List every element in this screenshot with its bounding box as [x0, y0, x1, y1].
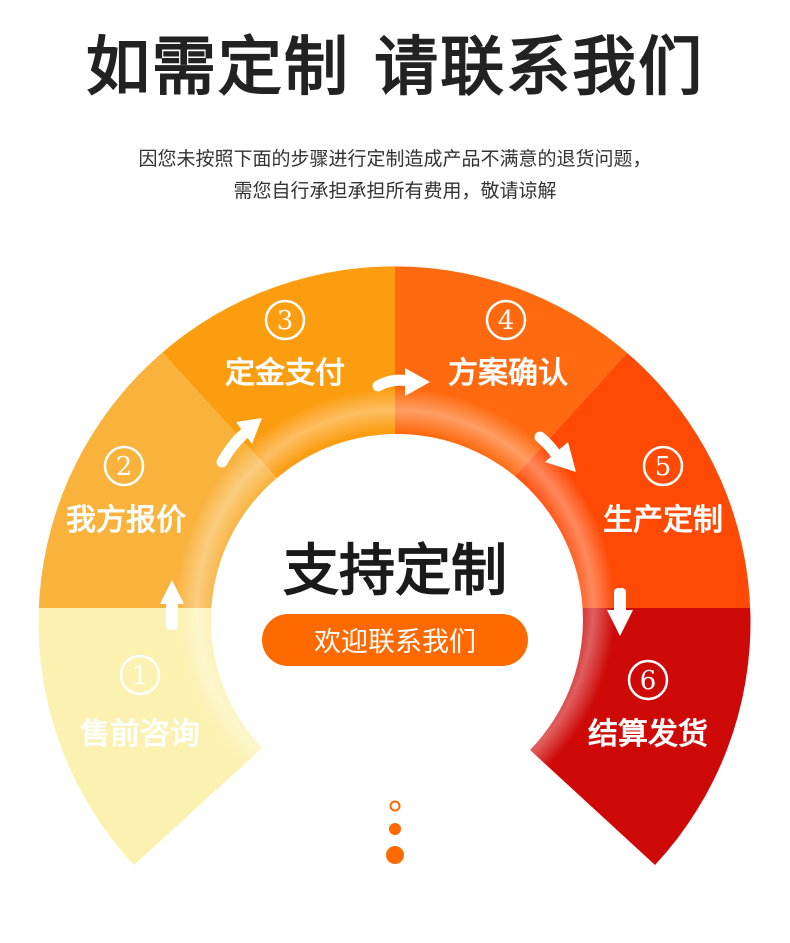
dot-medium [389, 823, 401, 835]
flow-arrows [160, 368, 633, 636]
step-1-circle [119, 654, 161, 696]
step-5-circle [642, 445, 684, 487]
step-4-number: 4 [498, 306, 515, 336]
contact-pill [262, 614, 528, 666]
step-3-badge: 3 [264, 299, 306, 341]
arrow-down-icon [607, 588, 633, 636]
step-1-badge: 1 [119, 654, 161, 696]
arrow-up-icon [160, 580, 184, 630]
step-3-number: 3 [277, 306, 294, 336]
step-2-circle [103, 445, 145, 487]
step-6-circle [627, 659, 669, 701]
step-5-badge: 5 [642, 445, 684, 487]
scroll-dots [386, 800, 404, 864]
step-4-label: 方案确认 [448, 356, 568, 391]
step-4-badge: 4 [485, 299, 527, 341]
step-6-label: 结算发货 [588, 717, 708, 752]
page-title: 如需定制 请联系我们 [85, 31, 705, 105]
center-title: 支持定制 [283, 539, 507, 604]
notice-line-2: 需您自行承担承担所有费用，敬请谅解 [233, 180, 557, 202]
step-6-badge: 6 [627, 659, 669, 701]
dot-small [389, 800, 401, 812]
step-3-circle [264, 299, 306, 341]
arrow-up-right-icon [216, 418, 262, 468]
step-1-label: 售前咨询 [80, 717, 200, 752]
step-1-number: 1 [132, 661, 149, 691]
notice-line-1: 因您未按照下面的步骤进行定制造成产品不满意的退货问题， [138, 148, 652, 170]
step-2-label: 我方报价 [66, 503, 186, 538]
step-6-number: 6 [640, 666, 657, 696]
inner-glow [175, 388, 615, 828]
contact-pill-text: 欢迎联系我们 [314, 627, 476, 658]
step-3-label: 定金支付 [225, 356, 345, 391]
arrow-down-right-icon [534, 431, 576, 472]
step-5-label: 生产定制 [603, 503, 723, 538]
step-2-number: 2 [116, 452, 133, 482]
step-4-circle [485, 299, 527, 341]
dot-large [386, 846, 404, 864]
arrow-right-icon [372, 368, 430, 396]
step-5-number: 5 [655, 452, 672, 482]
step-2-badge: 2 [103, 445, 145, 487]
